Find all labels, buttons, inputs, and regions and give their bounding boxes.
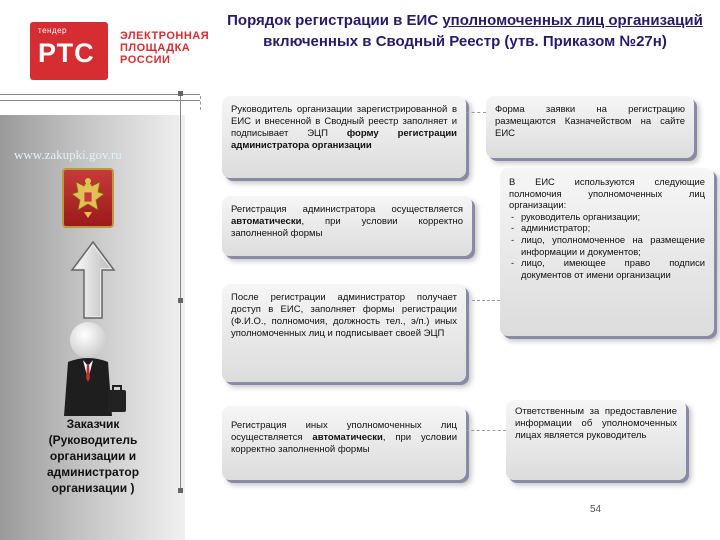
step-4-text-a: Регистрация иных уполномоченных лиц осущ… bbox=[231, 420, 457, 443]
logo-badge: тендер РТС bbox=[30, 22, 108, 80]
step-1-bold: форму регистрации администратора организ… bbox=[231, 128, 458, 151]
note-2-list: руководитель организации; администратор;… bbox=[509, 211, 705, 281]
bracket-line bbox=[180, 93, 189, 491]
step-3-box: После регистрации администратор получает… bbox=[222, 284, 466, 382]
bracket-tick bbox=[178, 91, 183, 96]
step-1-box: Руководитель организации зарегистрирован… bbox=[222, 96, 466, 178]
title-part-2: уполномоченных лиц организаций bbox=[442, 12, 703, 29]
logo: тендер РТС ЭЛЕКТРОННАЯ ПЛОЩАДКА РОССИИ bbox=[20, 18, 210, 80]
list-item: лицо, уполномоченное на размещение инфор… bbox=[511, 234, 705, 257]
step-2-box: Регистрация администратора осуществляетс… bbox=[222, 196, 472, 256]
list-item: руководитель организации; bbox=[511, 211, 705, 223]
logo-line-3: РОССИИ bbox=[120, 54, 171, 66]
title-part-1: Порядок регистрации в ЕИС bbox=[227, 12, 443, 29]
note-1-text: Форма заявки на регистрацию размещаются … bbox=[495, 104, 685, 139]
note-1-box: Форма заявки на регистрацию размещаются … bbox=[486, 96, 694, 158]
bracket-tick bbox=[178, 488, 183, 493]
logo-badge-small-text: тендер bbox=[38, 26, 68, 35]
businessman-icon bbox=[64, 322, 126, 416]
list-item: лицо, имеющее право подписи документов о… bbox=[511, 257, 705, 280]
note-2-box: В ЕИС используются следующие полномочия … bbox=[500, 168, 714, 336]
connector-line bbox=[200, 96, 201, 110]
title-part-3: включенных в Сводный Реестр (утв. Приказ… bbox=[263, 33, 667, 50]
bracket-tick bbox=[178, 298, 183, 303]
site-url: www.zakupki.gov.ru bbox=[14, 147, 122, 162]
note-3-box: Ответственным за предоставление информац… bbox=[506, 400, 686, 480]
step-3-text: После регистрации администратор получает… bbox=[231, 292, 457, 339]
step-2-bold: автоматически bbox=[231, 216, 302, 227]
arrow-up-icon bbox=[70, 240, 116, 319]
page-number: 54 bbox=[590, 504, 602, 515]
page-title: Порядок регистрации в ЕИС уполномоченных… bbox=[220, 10, 710, 52]
step-4-text-c: , при условии корректно заполненной форм… bbox=[231, 432, 458, 455]
divider-line bbox=[0, 94, 200, 95]
list-item: администратор; bbox=[511, 222, 705, 234]
connector-line bbox=[466, 430, 506, 431]
logo-line-2: ПЛОЩАДКА bbox=[120, 42, 191, 54]
logo-text: ЭЛЕКТРОННАЯ ПЛОЩАДКА РОССИИ bbox=[120, 30, 209, 66]
note-2-intro: В ЕИС используются следующие полномочия … bbox=[509, 176, 705, 211]
divider-line bbox=[0, 100, 200, 101]
logo-badge-big-text: РТС bbox=[38, 38, 95, 68]
connector-line bbox=[472, 300, 500, 301]
connector-line bbox=[466, 112, 486, 113]
step-4-box: Регистрация иных уполномоченных лиц осущ… bbox=[222, 406, 466, 480]
step-2-text-c: , при условии корректно заполненной форм… bbox=[231, 216, 463, 239]
coat-of-arms-icon bbox=[62, 168, 114, 228]
step-4-bold: автоматически bbox=[312, 432, 383, 443]
step-1-text: Руководитель организации зарегистрирован… bbox=[231, 104, 457, 139]
note-3-text: Ответственным за предоставление информац… bbox=[515, 406, 677, 441]
step-2-text-a: Регистрация администратора осуществляетс… bbox=[231, 204, 463, 215]
person-label: Заказчик (Руководитель организации и адм… bbox=[46, 417, 140, 495]
logo-line-1: ЭЛЕКТРОННАЯ bbox=[120, 30, 210, 42]
